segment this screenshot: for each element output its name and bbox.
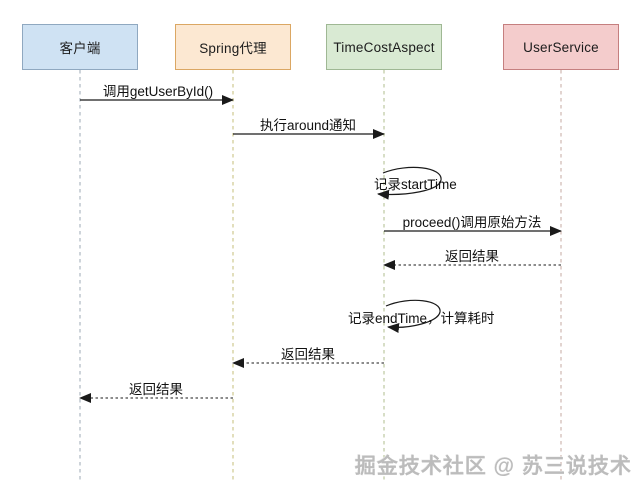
self-loop-record-endtime — [385, 299, 441, 333]
message-label-record-starttime: 记录startTime — [374, 177, 457, 192]
message-label-proceed: proceed()调用原始方法 — [402, 215, 542, 230]
self-loop-record-starttime — [377, 166, 442, 200]
participant-spring-proxy-label: Spring代理 — [199, 41, 267, 56]
participant-timecostaspect-label: TimeCostAspect — [333, 39, 435, 55]
participant-timecostaspect: TimeCostAspect — [326, 24, 442, 70]
participant-client-label: 客户端 — [59, 41, 101, 56]
message-label-call-getuserbyid: 调用getUserById() — [102, 84, 214, 99]
watermark: 掘金技术社区 @ 苏三说技术 — [354, 455, 632, 478]
participant-spring-proxy: Spring代理 — [175, 24, 291, 70]
message-label-around-advice: 执行around通知 — [259, 118, 357, 133]
message-label-record-endtime: 记录endTime，计算耗时 — [348, 311, 495, 326]
participant-userservice-label: UserService — [523, 39, 599, 55]
message-label-return-to-client: 返回结果 — [129, 382, 183, 397]
participant-userservice: UserService — [503, 24, 619, 70]
participant-client: 客户端 — [22, 24, 138, 70]
message-label-return-to-aspect: 返回结果 — [445, 249, 499, 264]
message-label-return-to-proxy: 返回结果 — [281, 347, 335, 362]
